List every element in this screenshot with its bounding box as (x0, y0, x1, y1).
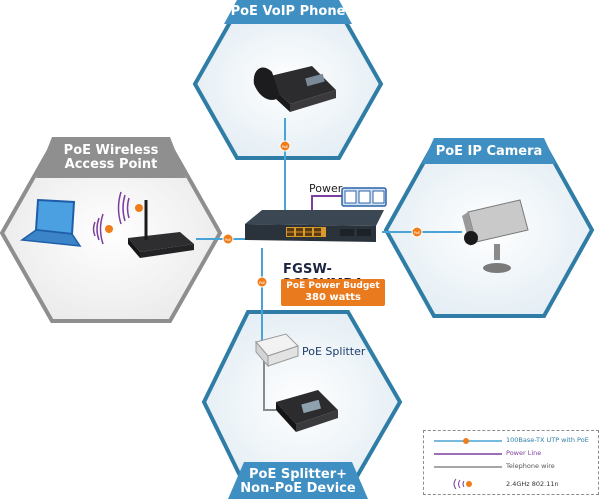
power-line (311, 195, 342, 210)
poe-badge-wireless (105, 204, 143, 233)
legend-wireless: 2.4GHz 802.11n (424, 477, 600, 491)
svg-text:PoE: PoE (259, 281, 265, 285)
title-access-point: PoE Wireless Access Point (36, 144, 186, 172)
wireless-signal-icon (92, 191, 130, 245)
switch-device (245, 210, 384, 242)
power-supply-icon (341, 187, 387, 207)
svg-text:PoE: PoE (414, 231, 420, 235)
title-splitter-line2: Non-PoE Device (240, 481, 356, 496)
legend-wireless-text: 2.4GHz 802.11n (506, 480, 559, 488)
desk-phone-icon (276, 390, 338, 432)
legend-utp-swatch (434, 438, 502, 444)
poe-badge-left: PoE (222, 233, 234, 245)
poe-splitter-label: PoE Splitter (302, 345, 366, 358)
poe-splitter-icon (255, 333, 299, 368)
legend-power-text: Power Line (506, 449, 542, 457)
title-splitter-device: PoE Splitter+ Non-PoE Device (228, 468, 368, 496)
tab-top (224, 0, 352, 24)
title-voip-phone: PoE VoIP Phone (230, 4, 346, 19)
tab-bottom (228, 462, 368, 499)
title-ip-camera: PoE IP Camera (435, 144, 543, 159)
title-access-point-line1: PoE Wireless (63, 143, 159, 158)
legend-telephone-text: Telephone wire (506, 462, 555, 470)
title-splitter-line1: PoE Splitter+ (249, 467, 347, 482)
svg-text:PoE: PoE (225, 238, 231, 242)
tab-right (422, 138, 556, 164)
legend-power: Power Line (424, 449, 600, 459)
laptop-icon (19, 198, 82, 247)
title-access-point-line2: Access Point (64, 157, 158, 172)
access-point-icon (128, 200, 194, 258)
tab-left (36, 137, 186, 178)
legend: 100Base-TX UTP with PoE Power Line Telep… (423, 430, 599, 495)
poe-badge-top: PoE (279, 140, 291, 152)
legend-wireless-swatch (453, 478, 472, 490)
budget-line1: PoE Power Budget (286, 281, 380, 291)
budget-line2: 380 watts (305, 292, 361, 303)
poe-badge-right: PoE (411, 226, 423, 238)
svg-text:PoE: PoE (282, 145, 288, 149)
legend-utp-text: 100Base-TX UTP with PoE (506, 436, 589, 444)
voip-phone-icon (253, 66, 336, 112)
ip-camera-icon (462, 199, 529, 273)
power-budget-box: PoE Power Budget 380 watts (281, 279, 385, 306)
poe-badge-bottom: PoE (256, 276, 268, 288)
legend-telephone-swatch (434, 466, 502, 468)
telephone-line (263, 360, 276, 411)
power-label: Power (309, 182, 343, 195)
legend-utp: 100Base-TX UTP with PoE (424, 436, 600, 446)
legend-telephone: Telephone wire (424, 462, 600, 472)
legend-power-swatch (434, 453, 502, 455)
